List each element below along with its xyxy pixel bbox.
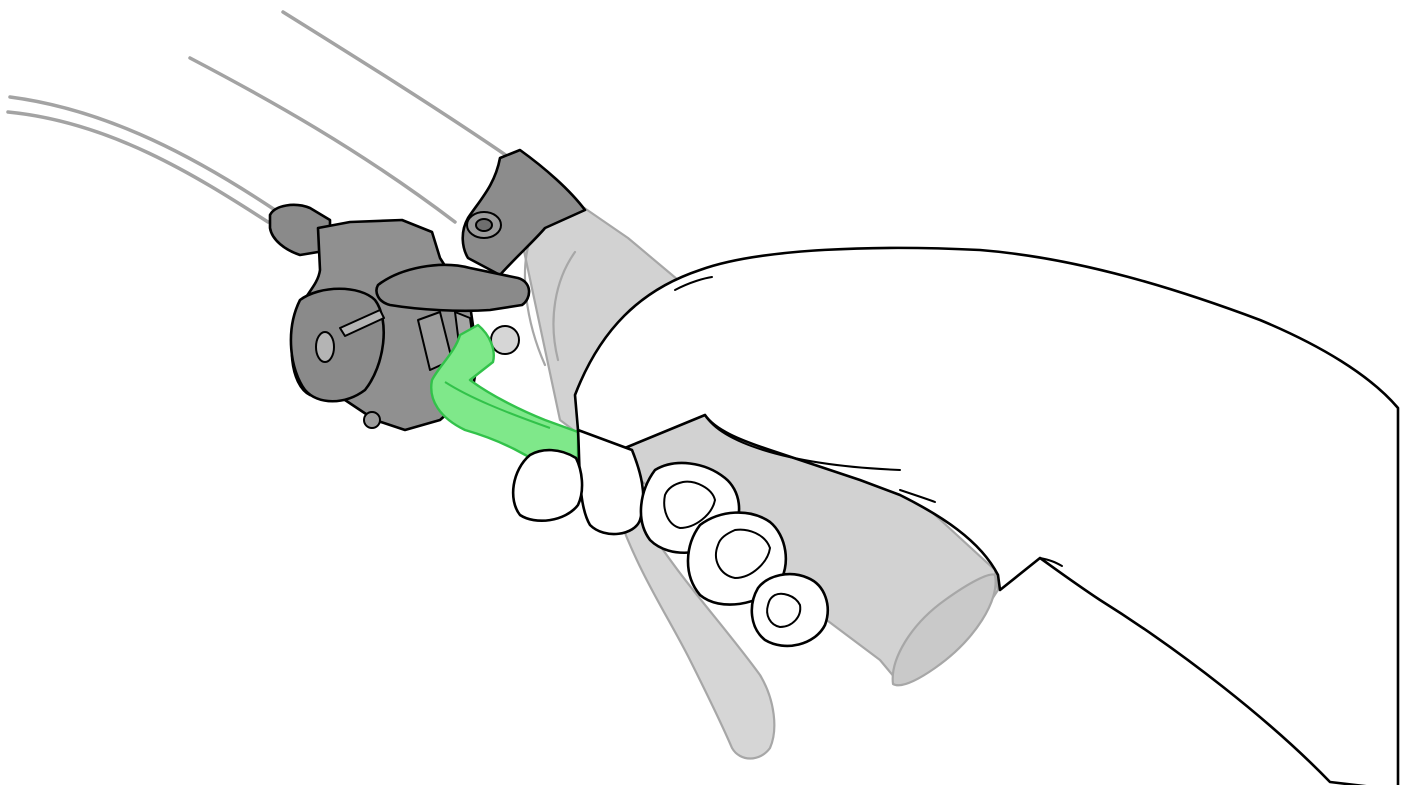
clamp-bolt-head	[476, 219, 492, 231]
pivot-pin	[491, 326, 519, 354]
cable-icon	[8, 12, 510, 222]
dial-hole	[316, 332, 334, 362]
thumb-tip	[513, 450, 582, 521]
cable-lower-inner	[8, 112, 268, 222]
cable-lower-outer	[10, 97, 275, 210]
hand-icon	[513, 248, 1398, 785]
housing-screw	[364, 412, 380, 428]
shifter-dial	[291, 289, 384, 402]
cable-upper	[283, 12, 510, 158]
